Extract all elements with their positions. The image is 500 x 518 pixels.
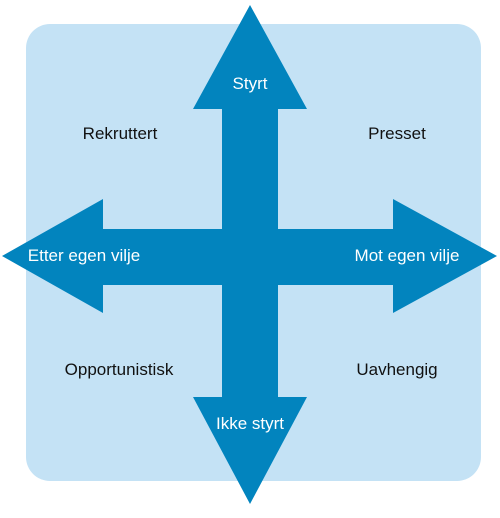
quadrant-label-bottom-right: Uavhengig [356,360,438,379]
quadrant-label-top-left: Rekruttert [82,124,158,143]
cross-arrow [2,5,497,504]
axis-label-left: Etter egen vilje [27,246,141,265]
axis-label-right: Mot egen vilje [354,246,460,265]
quadrant-label-top-right: Presset [368,124,426,143]
quadrant-label-bottom-left: Opportunistisk [64,360,174,379]
axis-label-bottom: Ikke styrt [215,414,285,433]
axis-label-top: Styrt [232,74,268,93]
